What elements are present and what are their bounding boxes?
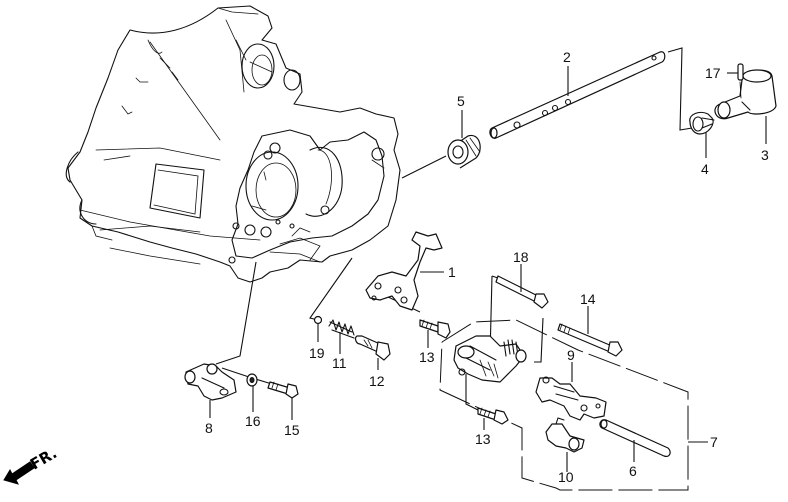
label-part-13b[interactable]: 13 <box>475 431 491 447</box>
label-part-11[interactable]: 11 <box>332 355 347 371</box>
guide-line-rod <box>667 47 693 131</box>
part-6-shaft <box>599 419 671 457</box>
label-part-14[interactable]: 14 <box>580 291 596 307</box>
label-part-5[interactable]: 5 <box>457 93 465 109</box>
part-13a-bolt <box>419 319 451 339</box>
part-4-clip <box>689 111 715 135</box>
label-part-6[interactable]: 6 <box>629 463 637 479</box>
part-14-long-bolt <box>557 323 623 357</box>
part-19-ball <box>313 315 323 325</box>
group-box-7 <box>439 319 689 491</box>
part-10-collar <box>545 417 585 453</box>
part-9-interlock-lever <box>535 376 607 421</box>
transmission-housing <box>65 5 401 283</box>
label-part-15[interactable]: 15 <box>284 422 300 438</box>
front-direction-indicator: FR. <box>3 444 60 485</box>
part-2-shift-rod <box>489 51 666 139</box>
part-16-washer <box>246 373 258 387</box>
part-18-bolt <box>495 275 549 309</box>
part-1-fork-bracket <box>365 231 443 311</box>
part-13b-bolt <box>477 407 509 425</box>
label-part-18[interactable]: 18 <box>513 249 529 265</box>
part-labels: 2 5 17 3 4 1 18 14 19 11 12 13 9 13 8 16… <box>205 49 769 485</box>
guide-line-seal <box>401 155 447 179</box>
part-8-holder <box>184 363 237 401</box>
label-part-9[interactable]: 9 <box>567 347 575 363</box>
label-part-10[interactable]: 10 <box>558 469 574 485</box>
label-part-19[interactable]: 19 <box>309 345 325 361</box>
part-12-bolt <box>354 335 391 361</box>
label-part-4[interactable]: 4 <box>701 161 709 177</box>
label-part-1[interactable]: 1 <box>448 264 456 280</box>
label-part-13a[interactable]: 13 <box>419 349 435 365</box>
label-leader-lines <box>209 66 767 472</box>
label-part-8[interactable]: 8 <box>205 420 213 436</box>
label-part-7[interactable]: 7 <box>710 434 718 450</box>
label-part-17[interactable]: 17 <box>705 65 721 81</box>
label-part-3[interactable]: 3 <box>761 147 769 163</box>
front-arrow-icon <box>3 461 35 485</box>
part-7-lever-housing <box>453 335 527 383</box>
part-5-oil-seal <box>447 134 481 169</box>
part-15-bolt <box>267 381 299 399</box>
label-part-16[interactable]: 16 <box>245 413 261 429</box>
label-part-2[interactable]: 2 <box>563 49 571 65</box>
label-part-12[interactable]: 12 <box>369 373 385 389</box>
part-11-spring <box>328 319 355 339</box>
part-17-spring-pin <box>737 63 744 99</box>
part-3-shift-arm <box>714 69 777 120</box>
guide-line-ball <box>309 257 353 321</box>
guide-line-holder <box>215 261 257 365</box>
